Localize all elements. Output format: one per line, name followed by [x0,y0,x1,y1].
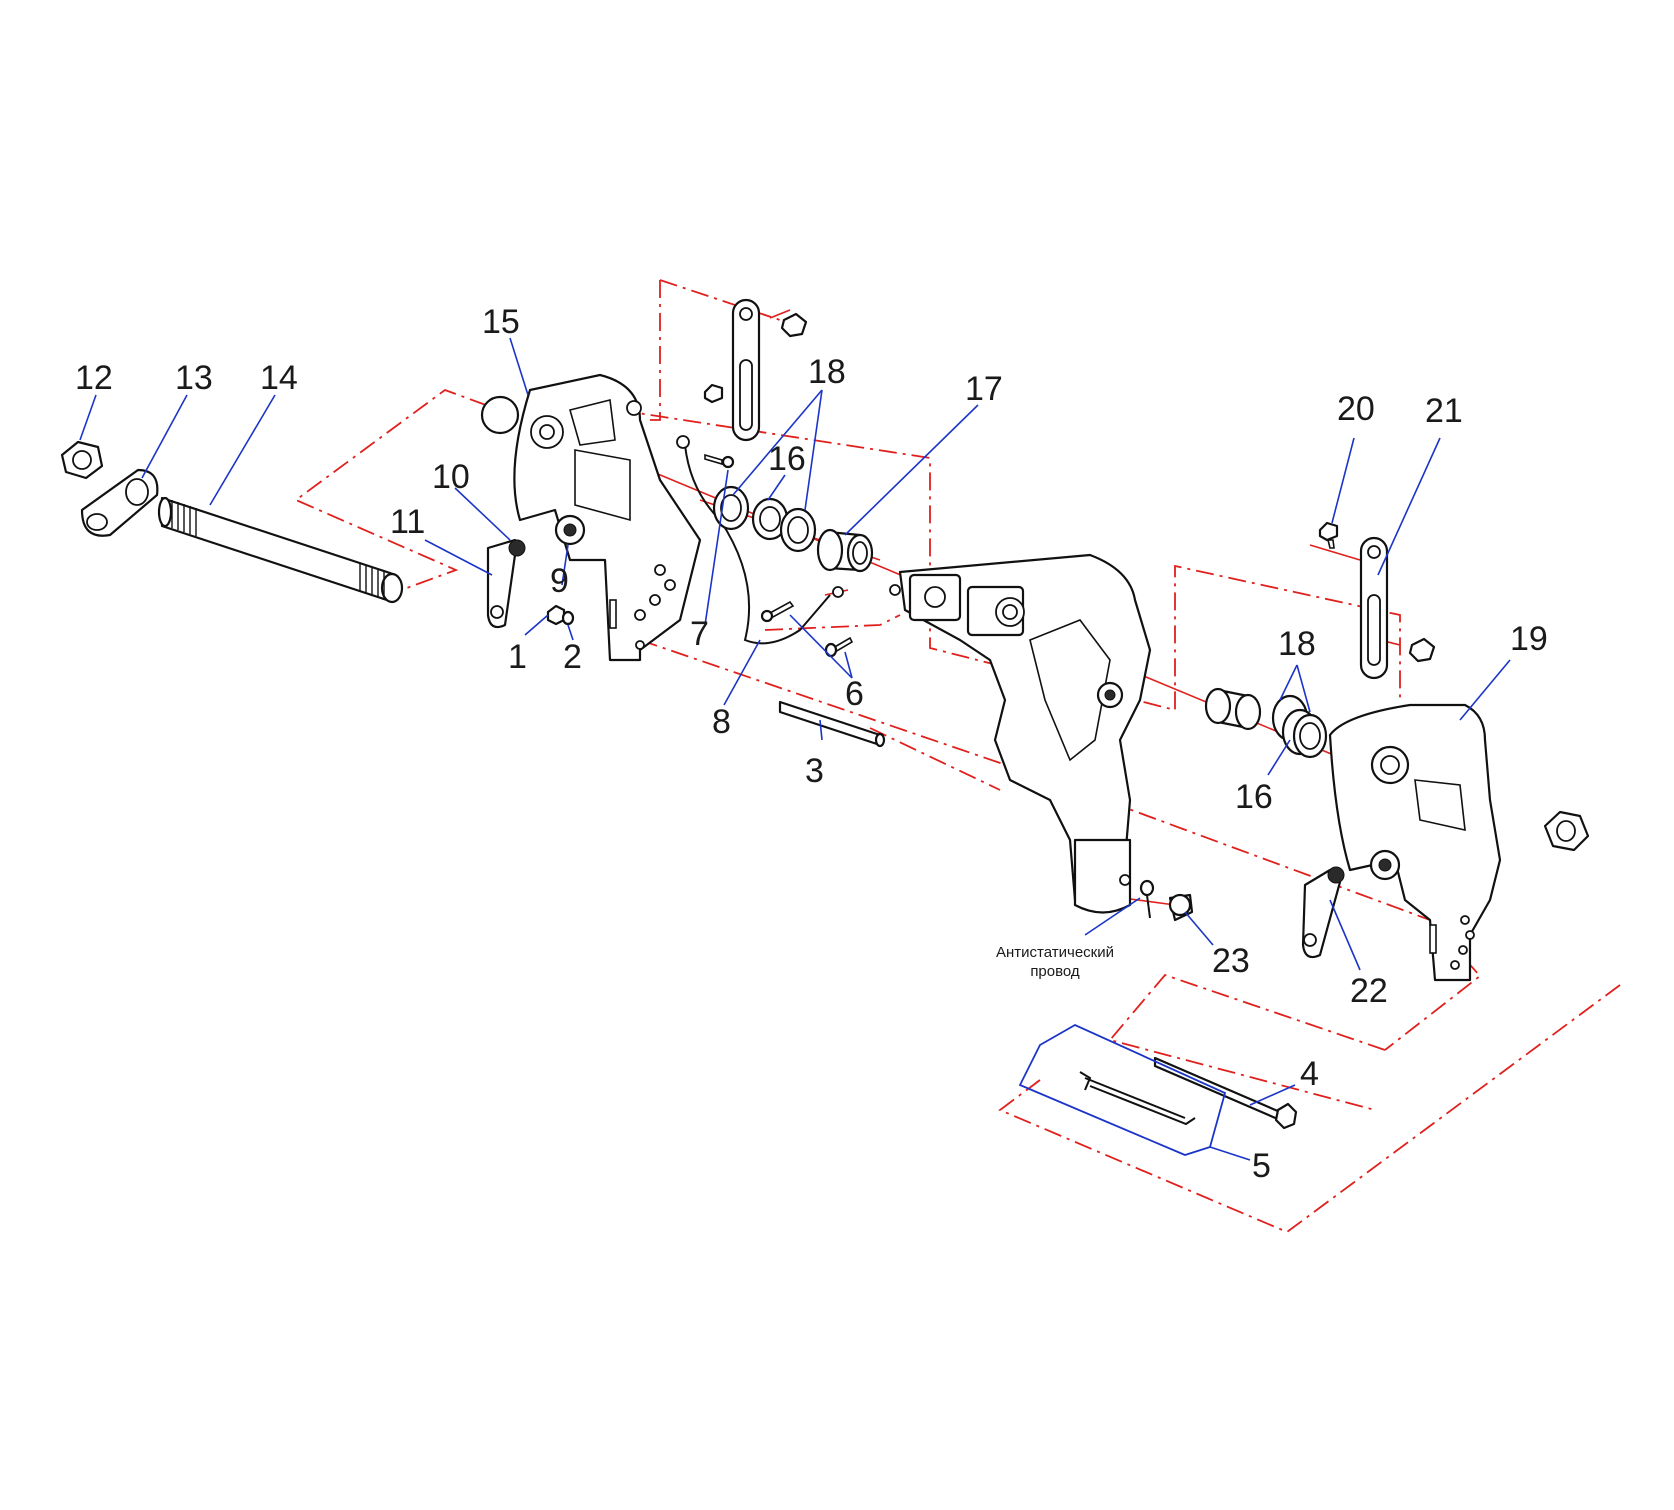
part-14-tilt-tube [157,496,404,604]
callout-7: 7 [690,615,709,653]
callout-1: 1 [508,638,527,676]
callout-14: 14 [260,359,298,397]
part-17-bushing [816,528,874,573]
annotation-line-2: провод [1030,963,1080,980]
callout-11: 11 [390,503,425,541]
callout-6: 6 [845,675,864,713]
part-7-screw [704,453,735,469]
callout-15: 15 [482,303,520,341]
callout-21: 21 [1425,392,1463,430]
part-18-washer-left-a [712,485,750,531]
part-22-lever [1301,866,1345,959]
callout-5: 5 [1252,1147,1271,1185]
part-link-plate-left [703,298,808,442]
callout-22: 22 [1350,972,1388,1010]
callout-2: 2 [563,638,582,676]
callout-3: 3 [805,752,824,790]
callout-10: 10 [432,458,470,496]
part-20-bolt [1318,521,1339,549]
antistatic-wire-annotation: Антистатический провод [996,944,1114,980]
part-2-washer [561,610,575,626]
part-3-pin [778,700,886,748]
part-5-cotter-pin [1079,1071,1196,1126]
callout-8: 8 [712,703,731,741]
callout-16a: 16 [768,440,806,478]
part-13-tab-washer [80,468,159,537]
callout-17: 17 [965,370,1003,408]
part-8-wire [676,435,844,645]
callout-18a: 18 [808,353,846,391]
callout-4: 4 [1300,1055,1319,1093]
callout-20: 20 [1337,390,1375,428]
part-15-left-clamp-bracket [480,373,702,662]
part-swivel-bracket [889,553,1152,914]
part-1-nut [546,604,566,626]
callout-16b: 16 [1235,778,1273,816]
leader-lines [79,337,1511,1161]
callout-13: 13 [175,359,213,397]
callout-9: 9 [550,562,569,600]
part-21-link-plate [1359,536,1436,680]
part-11-lever [486,538,526,629]
part-antistatic-wire [1139,879,1155,919]
callout-12: 12 [75,359,113,397]
part-right-nut [1543,810,1590,852]
callout-18b: 18 [1278,625,1316,663]
callout-23: 23 [1212,942,1250,980]
part-18-washer-left-b [779,507,817,553]
part-12-nut [60,440,104,480]
part-16-washer-left [751,497,789,541]
callout-numbers: 1 2 3 4 5 6 7 8 9 10 11 12 13 14 15 16 1… [75,303,1548,1185]
part-19-right-clamp-bracket [1328,703,1502,982]
part-18-washers-right [1204,687,1328,759]
callout-19: 19 [1510,620,1548,658]
annotation-line-1: Антистатический [996,944,1114,961]
